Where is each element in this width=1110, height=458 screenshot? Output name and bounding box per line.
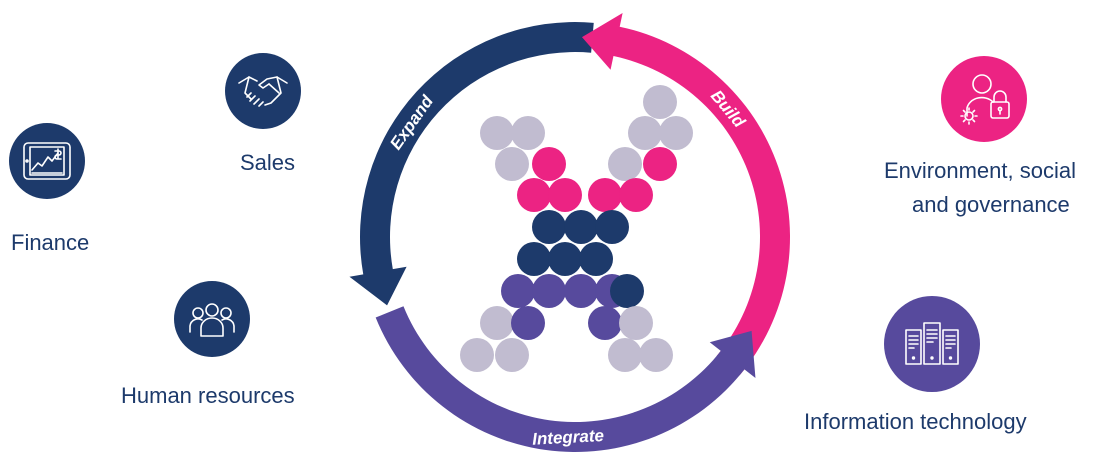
information-technology-label: Information technology [804, 409, 1027, 434]
esg-label-line1: Environment, social [884, 158, 1076, 183]
server-racks-icon [884, 296, 980, 392]
logo-dot-8-1 [495, 338, 529, 372]
logo-dot-6-4 [610, 274, 644, 308]
logo-dot-7-3 [619, 306, 653, 340]
people-group-icon [174, 281, 250, 357]
logo-dot-6-2 [564, 274, 598, 308]
expand-arrow [349, 22, 594, 306]
logo-dot-3-0 [517, 178, 551, 212]
logo-dot-8-3 [639, 338, 673, 372]
logo-dot-2-3 [643, 147, 677, 181]
sales-icon [225, 53, 301, 129]
logo-dot-7-2 [588, 306, 622, 340]
logo-dot-1-3 [659, 116, 693, 150]
logo-dot-2-0 [495, 147, 529, 181]
logo-dot-3-3 [619, 178, 653, 212]
finance-label: Finance [11, 230, 90, 255]
logo-dot-5-2 [579, 242, 613, 276]
logo-dot-3-2 [588, 178, 622, 212]
logo-dot-7-0 [480, 306, 514, 340]
logo-dot-7-1 [511, 306, 545, 340]
logo-dot-8-0 [460, 338, 494, 372]
integrate-arrow [375, 306, 756, 452]
logo-dot-8-2 [608, 338, 642, 372]
logo-dot-1-1 [511, 116, 545, 150]
logo-dot-2-1 [532, 147, 566, 181]
logo-dot-1-2 [628, 116, 662, 150]
logo-dot-6-1 [532, 274, 566, 308]
logo-dot-3-1 [548, 178, 582, 212]
build-arrow [581, 13, 790, 376]
user-lock-gear-icon [941, 56, 1027, 142]
integrate-label: Integrate [532, 426, 605, 449]
logo-dot-1-0 [480, 116, 514, 150]
sales-label: Sales [240, 150, 296, 175]
logo-dot-0-0 [643, 85, 677, 119]
tablet-chart-icon [9, 123, 85, 199]
logo-dot-6-0 [501, 274, 535, 308]
human-resources-label: Human resources [121, 383, 295, 408]
esg-label-line2: and governance [912, 192, 1070, 217]
logo-dot-5-1 [548, 242, 582, 276]
logo-dot-5-0 [517, 242, 551, 276]
logo-dot-2-2 [608, 147, 642, 181]
logo-dot-4-2 [595, 210, 629, 244]
logo-dot-4-1 [564, 210, 598, 244]
logo-dot-4-0 [532, 210, 566, 244]
